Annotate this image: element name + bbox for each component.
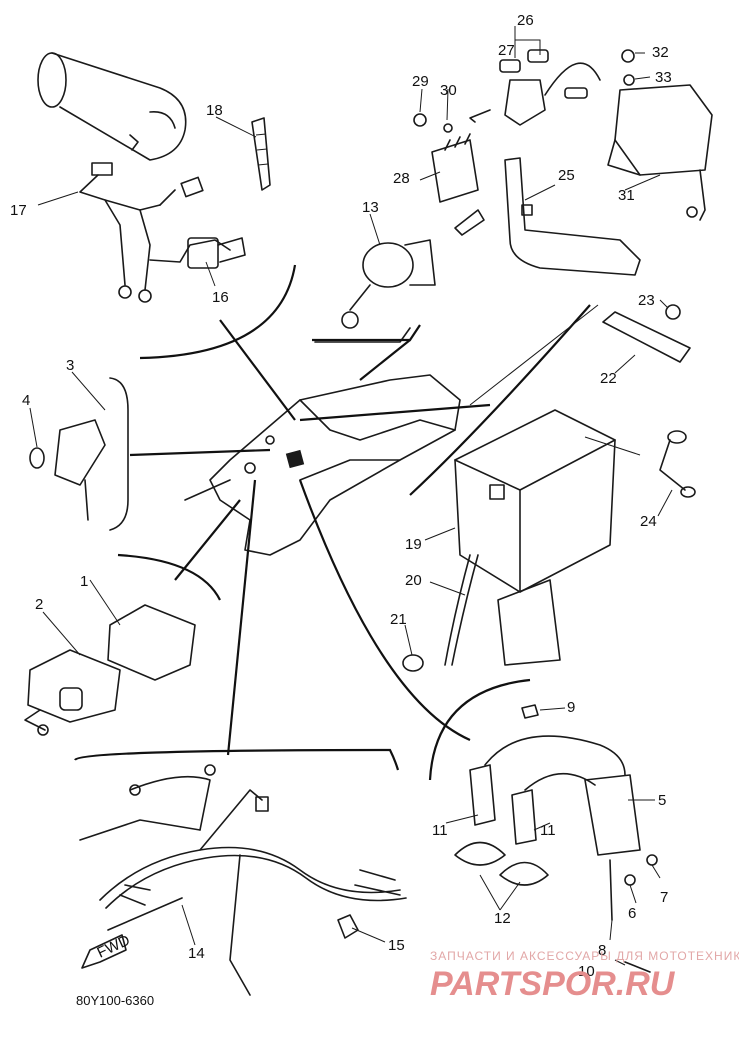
callout-10: 10	[578, 963, 595, 980]
leader-lines	[129, 304, 599, 756]
frame-illustration	[184, 374, 461, 556]
wire-harness-illustration	[79, 764, 407, 996]
callout-4: 4	[22, 392, 30, 409]
watermark-logo: PARTSPOR.RU	[430, 965, 676, 1003]
callout-12: 12	[494, 910, 511, 927]
callout-31: 31	[618, 187, 635, 204]
callout-16: 16	[212, 289, 229, 306]
watermark: ЗАПЧАСТИ И АКСЕССУАРЫ ДЛЯ МОТОТЕХНИКИ PA…	[430, 949, 739, 1003]
callout-19: 19	[405, 536, 422, 553]
callout-3: 3	[66, 357, 74, 374]
callout-leaders	[29, 26, 673, 966]
callout-24: 24	[640, 513, 657, 530]
bracket-illustration	[504, 157, 641, 276]
callout-30: 30	[440, 82, 457, 99]
callout-15: 15	[388, 937, 405, 954]
flasher-illustration	[29, 377, 129, 531]
callout-25: 25	[558, 167, 575, 184]
callout-2: 2	[35, 596, 43, 613]
callout-6: 6	[628, 905, 636, 922]
horn-illustration	[314, 209, 485, 343]
callout-32: 32	[652, 44, 669, 61]
part-numbers: 17 18 16 13 28 29 30 26 27 32 33 25 31 2…	[10, 12, 672, 980]
rectifier-illustration	[413, 113, 479, 203]
cdi-unit-illustration	[24, 604, 196, 736]
battery-illustration	[454, 409, 616, 666]
callout-17: 17	[10, 202, 27, 219]
callout-20: 20	[405, 572, 422, 589]
callout-28: 28	[393, 170, 410, 187]
callout-18: 18	[206, 102, 223, 119]
battery-strap-illustration	[602, 304, 691, 363]
callout-26: 26	[517, 12, 534, 29]
breather-hose-illustration	[402, 554, 479, 672]
fuse-holder-illustration	[469, 49, 601, 126]
callout-5: 5	[658, 792, 666, 809]
callout-33: 33	[655, 69, 672, 86]
watermark-tagline: ЗАПЧАСТИ И АКСЕССУАРЫ ДЛЯ МОТОТЕХНИКИ	[430, 949, 739, 963]
callout-21: 21	[390, 611, 407, 628]
callout-23: 23	[638, 292, 655, 309]
callout-14: 14	[188, 945, 205, 962]
callout-22: 22	[600, 370, 617, 387]
diagram-code: 80Y100-6360	[76, 993, 154, 1008]
handlebar-grip-illustration	[37, 52, 187, 161]
callout-1: 1	[80, 573, 88, 590]
battery-lead-illustration	[584, 430, 696, 498]
fwd-arrow-icon: FWD	[81, 932, 133, 969]
callout-13: 13	[362, 199, 379, 216]
callout-11-right: 11	[540, 822, 556, 839]
cable-tie-illustration	[251, 117, 271, 191]
callout-8: 8	[598, 942, 606, 959]
callout-9: 9	[567, 699, 575, 716]
switch-harness-illustration	[79, 162, 246, 303]
starter-relay-illustration	[607, 49, 713, 221]
callout-27: 27	[498, 42, 515, 59]
callout-11-left: 11	[432, 822, 448, 839]
fwd-label: FWD	[95, 932, 133, 962]
callout-7: 7	[660, 889, 668, 906]
ignition-coil-illustration	[454, 704, 658, 973]
callout-29: 29	[412, 73, 429, 90]
